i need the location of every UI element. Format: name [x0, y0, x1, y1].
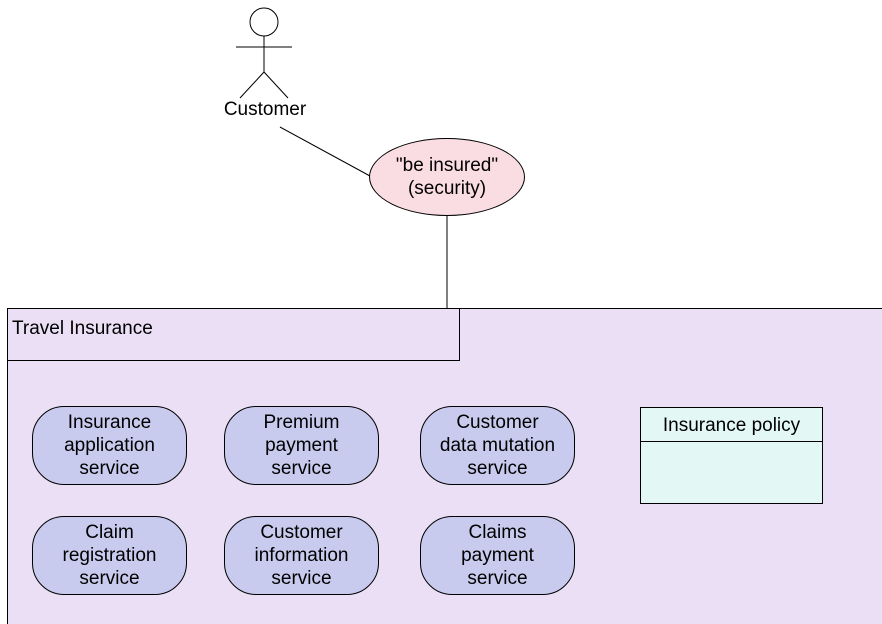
service-claim-registration[interactable]: Claim registration service	[32, 516, 187, 595]
service-line: service	[271, 458, 332, 479]
service-customer-data-mutation[interactable]: Customer data mutation service	[420, 406, 575, 485]
value-ellipse[interactable]: "be insured" (security)	[369, 138, 525, 216]
value-line-2: (security)	[407, 178, 487, 199]
service-line: data mutation	[439, 435, 556, 456]
service-line: service	[467, 458, 528, 479]
service-line: service	[467, 568, 528, 589]
service-premium-payment[interactable]: Premium payment service	[224, 406, 379, 485]
service-line: Insurance	[67, 412, 152, 433]
service-line: Premium	[263, 412, 340, 433]
service-line: Customer	[456, 412, 539, 433]
service-line: service	[271, 568, 332, 589]
service-line: information	[254, 545, 349, 566]
service-line: payment	[265, 435, 338, 456]
service-line: service	[79, 568, 140, 589]
service-line: application	[64, 435, 155, 456]
object-insurance-policy[interactable]: Insurance policy	[640, 407, 823, 504]
stick-figure-icon	[236, 7, 292, 99]
service-line: Claims	[468, 522, 527, 543]
service-claims-payment[interactable]: Claims payment service	[420, 516, 575, 595]
service-line: registration	[62, 545, 157, 566]
service-line: payment	[461, 545, 534, 566]
service-customer-information[interactable]: Customer information service	[224, 516, 379, 595]
package-title: Travel Insurance	[7, 308, 460, 361]
object-title: Insurance policy	[641, 408, 822, 442]
actor-value-connector	[279, 126, 371, 177]
actor-label: Customer	[223, 99, 307, 120]
service-insurance-application[interactable]: Insurance application service	[32, 406, 187, 485]
service-line: Claim	[85, 522, 134, 543]
value-line-1: "be insured"	[395, 155, 499, 176]
service-line: Customer	[260, 522, 343, 543]
service-line: service	[79, 458, 140, 479]
